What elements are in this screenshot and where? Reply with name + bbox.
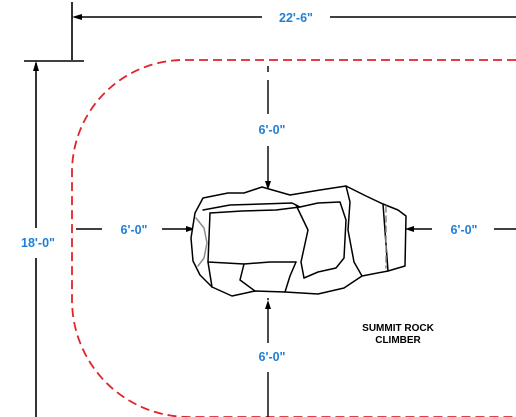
clearance-left-arrow <box>186 226 195 232</box>
rock-face-lower-mid <box>239 263 256 292</box>
product-label: SUMMIT ROCK CLIMBER <box>362 323 434 346</box>
clearance-right-dimension: 6'-0" <box>405 223 516 237</box>
clearance-left-label: 6'-0" <box>121 223 148 237</box>
overall-depth-label: 18'-0" <box>21 236 55 250</box>
clearance-bottom-dimension: 6'-0" <box>259 298 286 417</box>
safety-zone-boundary <box>71 59 516 417</box>
rock-climber-outline <box>190 185 407 297</box>
rock-face-lower-right <box>284 261 297 293</box>
rock-face-center-block <box>299 201 347 279</box>
clearance-right-label: 6'-0" <box>451 223 478 237</box>
rock-face-right-section <box>345 185 363 277</box>
clearance-bottom-label: 6'-0" <box>259 350 286 364</box>
rock-face-center-ridge <box>295 204 309 279</box>
clearance-right-arrow <box>405 226 414 232</box>
rock-grip-line-left <box>195 217 208 267</box>
clearance-bottom-arrow <box>265 300 271 309</box>
rock-face-lower-left <box>207 261 213 288</box>
product-name-line2: CLIMBER <box>375 335 421 346</box>
width-arrow-left <box>72 14 82 20</box>
clearance-left-dimension: 6'-0" <box>76 223 195 237</box>
overall-width-label: 22'-6" <box>279 11 313 25</box>
rock-outer-silhouette <box>190 185 407 297</box>
clearance-top-arrow <box>265 181 271 190</box>
overall-width-dimension: 22'-6" <box>71 2 516 60</box>
overall-depth-dimension: 18'-0" <box>21 60 84 417</box>
depth-arrow-top <box>33 61 39 71</box>
clearance-top-dimension: 6'-0" <box>259 66 286 190</box>
clearance-top-label: 6'-0" <box>259 123 286 137</box>
product-name-line1: SUMMIT ROCK <box>362 323 434 334</box>
